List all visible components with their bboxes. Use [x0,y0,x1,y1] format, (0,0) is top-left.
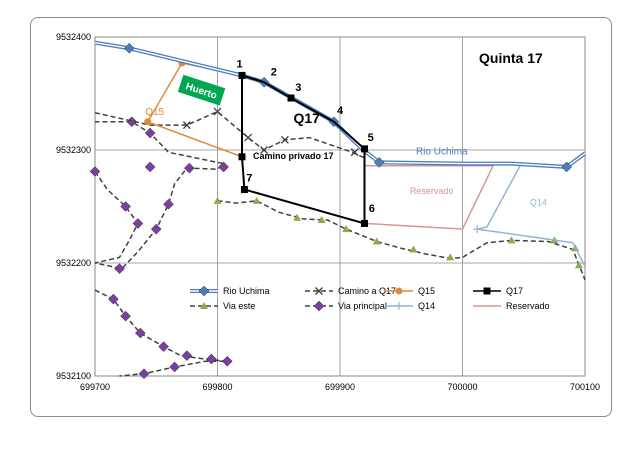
legend-label: Reservado [506,301,550,311]
series-via-este-point [507,236,516,244]
vertex-label: 5 [368,132,374,144]
series-camino-a-q17-line [94,110,365,159]
y-tick-label: 9532200 [56,258,91,268]
legend-swatch-marker [395,287,403,295]
series-rio-uchima-point [561,161,572,173]
series-via-este-line [217,200,586,281]
huerto-badge: Huerto [177,74,226,106]
vertex-label: 3 [295,82,301,94]
vertex-label: 7 [246,173,252,185]
legend-label: Via principal [338,301,387,311]
series-q17-point [361,145,368,153]
vertex-label: 4 [337,105,344,117]
series-via-este-point [252,196,261,204]
series-via-principal-point [181,350,193,362]
legend-label: Q14 [418,301,435,311]
legend-swatch-marker [315,287,323,295]
series-via-principal-point [221,355,233,367]
legend-label: Via este [223,301,255,311]
legend-item-camino-a-q17: Camino a Q17 [305,286,396,296]
series-via-este-point [574,261,583,269]
vertex-label: 1 [236,59,242,71]
series-via-principal-point [120,201,131,212]
legend-swatch-marker [313,300,325,312]
x-tick-label: 700100 [570,382,600,392]
series-via-este-point [317,216,326,224]
series-via-principal-point [163,198,174,210]
legend-label: Rio Uchima [223,286,270,296]
series-via-este-point [213,196,222,204]
series-camino-a-q17-point [182,121,191,130]
series-via-principal-point [158,341,169,352]
x-tick-label: 699800 [202,382,232,392]
series-via-principal-point [218,161,229,173]
x-tick-label: 699700 [80,382,110,392]
annotation-label: Q14 [530,197,547,207]
series-q17-point [238,71,246,79]
series-camino-a-q17-point [213,107,222,116]
series-q14-point [473,225,482,234]
series-via-principal-point [144,161,156,173]
vertex-label: 6 [369,203,375,215]
series-rio-uchima-point [123,42,135,54]
chart-title: Quinta 17 [479,50,543,66]
series-via-este-point [342,225,351,233]
series-via-este-point [372,237,381,245]
series-via-principal-point [138,368,150,380]
series-camino-a-q17-point [260,146,269,154]
annotation-label: Q17 [293,110,320,126]
series-reservado-line [364,165,495,230]
series-via-principal-point [89,166,101,177]
series-q15-point [144,118,152,126]
legend-label: Q17 [506,286,523,296]
annotation-label: Camino privado 17 [253,151,334,161]
series-via-principal-point [169,361,180,373]
vertex-label: 2 [271,66,277,78]
series-camino-a-q17-point [244,133,253,142]
series-via-este-point [293,213,302,221]
series-q17-point [361,219,368,227]
legend-swatch-marker [483,287,491,295]
y-tick-label: 9532400 [56,32,91,42]
series-q17-point [287,94,295,102]
legend-swatch-marker [395,302,403,310]
series-camino-a-q17-point [350,148,359,157]
legend-item-via-principal: Via principal [305,300,387,312]
x-tick-label: 700000 [447,382,477,392]
series-via-este-point [446,253,455,261]
series-via-este-point [409,245,418,253]
series-via-principal-point [134,327,146,339]
series-via-principal-point [120,310,131,322]
series-via-principal-point [144,127,156,139]
x-tick-label: 699900 [325,382,355,392]
legend-item-rio-uchima: Rio Uchima [190,285,270,297]
series-rio-uchima-point [373,157,385,168]
annotation-label: Reservado [410,186,454,196]
legend-label: Camino a Q17 [338,286,396,296]
legend-item-q14: Q14 [385,301,435,311]
series-q17-point [238,153,246,161]
legend-item-q17: Q17 [473,286,523,296]
legend-item-reservado: Reservado [473,301,550,311]
series-via-principal-point [183,162,195,174]
series-via-principal-line [94,289,228,377]
y-tick-label: 9532100 [56,371,91,381]
annotation-label: Rio Uchima [416,147,468,158]
series-q17-point [240,186,248,194]
y-tick-label: 9532300 [56,145,91,155]
annotation-label: Q15 [145,107,164,118]
series-via-principal-point [150,223,162,235]
legend-swatch-marker [200,302,208,309]
series-via-principal-point [206,353,217,365]
legend-label: Q15 [418,286,435,296]
legend-item-via-este: Via este [190,301,255,311]
huerto-badge-box [177,74,226,106]
series-camino-a-q17-point [280,135,289,144]
series-via-principal-point [132,218,144,229]
series-via-principal-point [114,263,125,275]
legend-swatch-marker [198,285,210,297]
series-via-principal-point [108,293,119,305]
legend-item-q15: Q15 [385,286,435,296]
